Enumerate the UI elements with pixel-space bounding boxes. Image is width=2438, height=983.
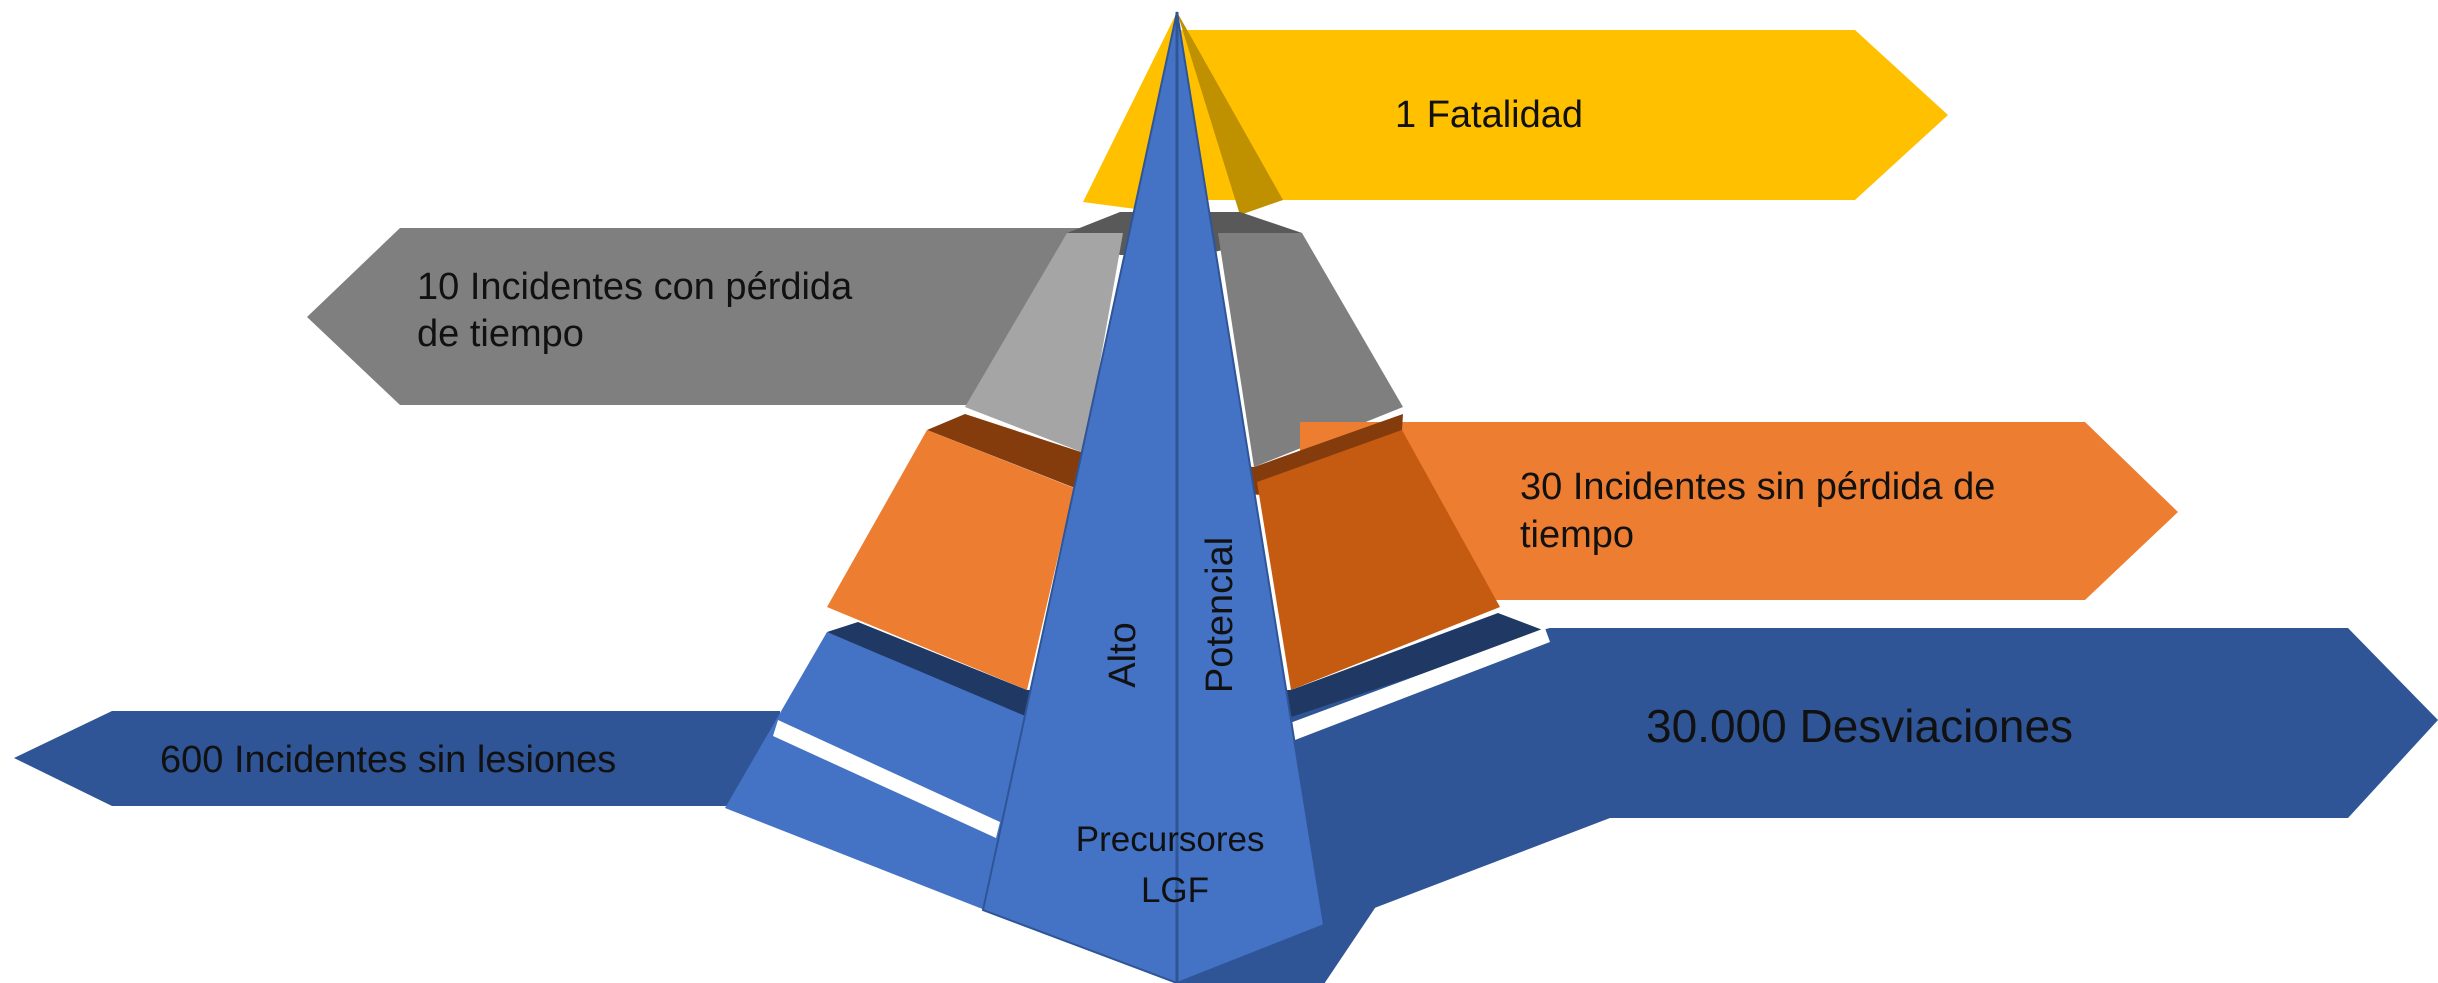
sin-lesiones-arrow	[14, 711, 780, 806]
sin-lesiones-label-line: 600 Incidentes sin lesiones	[160, 739, 616, 781]
base-top-face	[827, 613, 1548, 733]
fatalidad-label-line: 1 Fatalidad	[1395, 94, 1583, 136]
precursor-left-label-text: Alto	[1102, 622, 1144, 687]
sin-perdida-band-right	[1257, 430, 1500, 690]
base-white-stripe-left	[773, 720, 1000, 838]
level-sin-perdida: 30 Incidentes sin pérdida de tiempo	[827, 414, 2178, 690]
precursor-bottom-line-2: LGF	[1141, 871, 1209, 910]
sin-perdida-label: 30 Incidentes sin pérdida de tiempo	[1520, 466, 2006, 556]
fatalidad-tip-right	[1177, 12, 1283, 215]
level-fatalidad: 1 Fatalidad	[1083, 12, 1948, 215]
fatalidad-arrow	[1180, 30, 1948, 200]
precursor-bottom-label: Precursores LGF	[1076, 820, 1274, 910]
desviaciones-label-line: 30.000 Desviaciones	[1646, 700, 2073, 752]
con-perdida-label-line-2: de tiempo	[417, 313, 584, 355]
precursor-spike: Alto Potencial Precursores LGF	[981, 11, 1326, 983]
sin-perdida-arrow	[1300, 422, 2178, 600]
level-con-perdida: 10 Incidentes con pérdida de tiempo	[307, 212, 1403, 467]
con-perdida-arrow	[307, 228, 1080, 405]
base-white-stripe-right	[1290, 628, 1550, 740]
sin-perdida-band-left	[827, 430, 1074, 690]
precursor-left-label: Alto	[1102, 622, 1144, 687]
con-perdida-label-line-1: 10 Incidentes con pérdida	[417, 266, 853, 308]
fatalidad-label: 1 Fatalidad	[1395, 94, 1583, 136]
con-perdida-label: 10 Incidentes con pérdida de tiempo	[417, 266, 863, 355]
con-perdida-band-left	[965, 233, 1123, 453]
precursor-bottom-line-1: Precursores	[1076, 820, 1265, 859]
sin-lesiones-label: 600 Incidentes sin lesiones	[160, 739, 616, 781]
sin-perdida-label-line-1: 30 Incidentes sin pérdida de	[1520, 466, 1995, 508]
precursor-right-label-text: Potencial	[1199, 537, 1241, 693]
desviaciones-label: 30.000 Desviaciones	[1646, 700, 2073, 752]
con-perdida-band-right	[1218, 233, 1403, 467]
sin-perdida-label-line-2: tiempo	[1520, 514, 1634, 556]
precursor-right-label: Potencial	[1199, 537, 1241, 693]
level-sin-lesiones: 600 Incidentes sin lesiones	[14, 711, 780, 806]
